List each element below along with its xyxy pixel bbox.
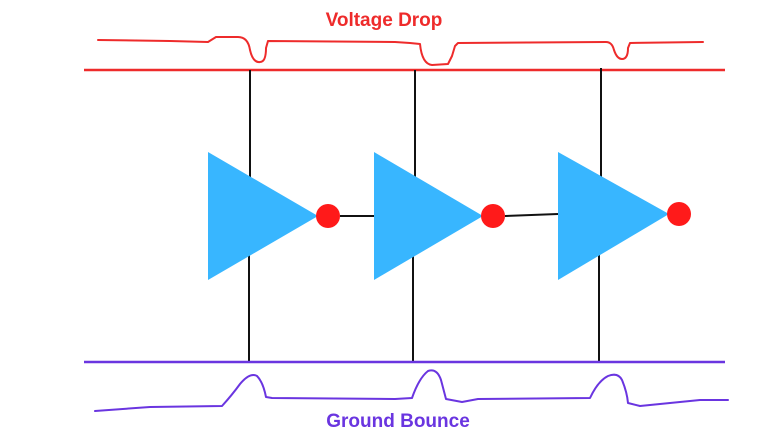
ground-bounce-waveform: [94, 369, 729, 412]
voltage-drop-label: Voltage Drop: [326, 10, 443, 31]
inverter-bubble: [667, 202, 691, 226]
inverter-bubble: [481, 204, 505, 228]
buffer-triangle: [208, 152, 318, 280]
stage-wire-2-3: [504, 213, 559, 217]
inverter-3: [558, 152, 691, 280]
buffer-triangle: [374, 152, 483, 280]
inverter-bubble: [316, 204, 340, 228]
inverter-2: [374, 152, 505, 280]
ground-bounce-label: Ground Bounce: [326, 411, 470, 432]
inverter-1: [208, 152, 340, 280]
buffer-triangle: [558, 152, 669, 280]
voltage-drop-waveform: [97, 36, 704, 66]
